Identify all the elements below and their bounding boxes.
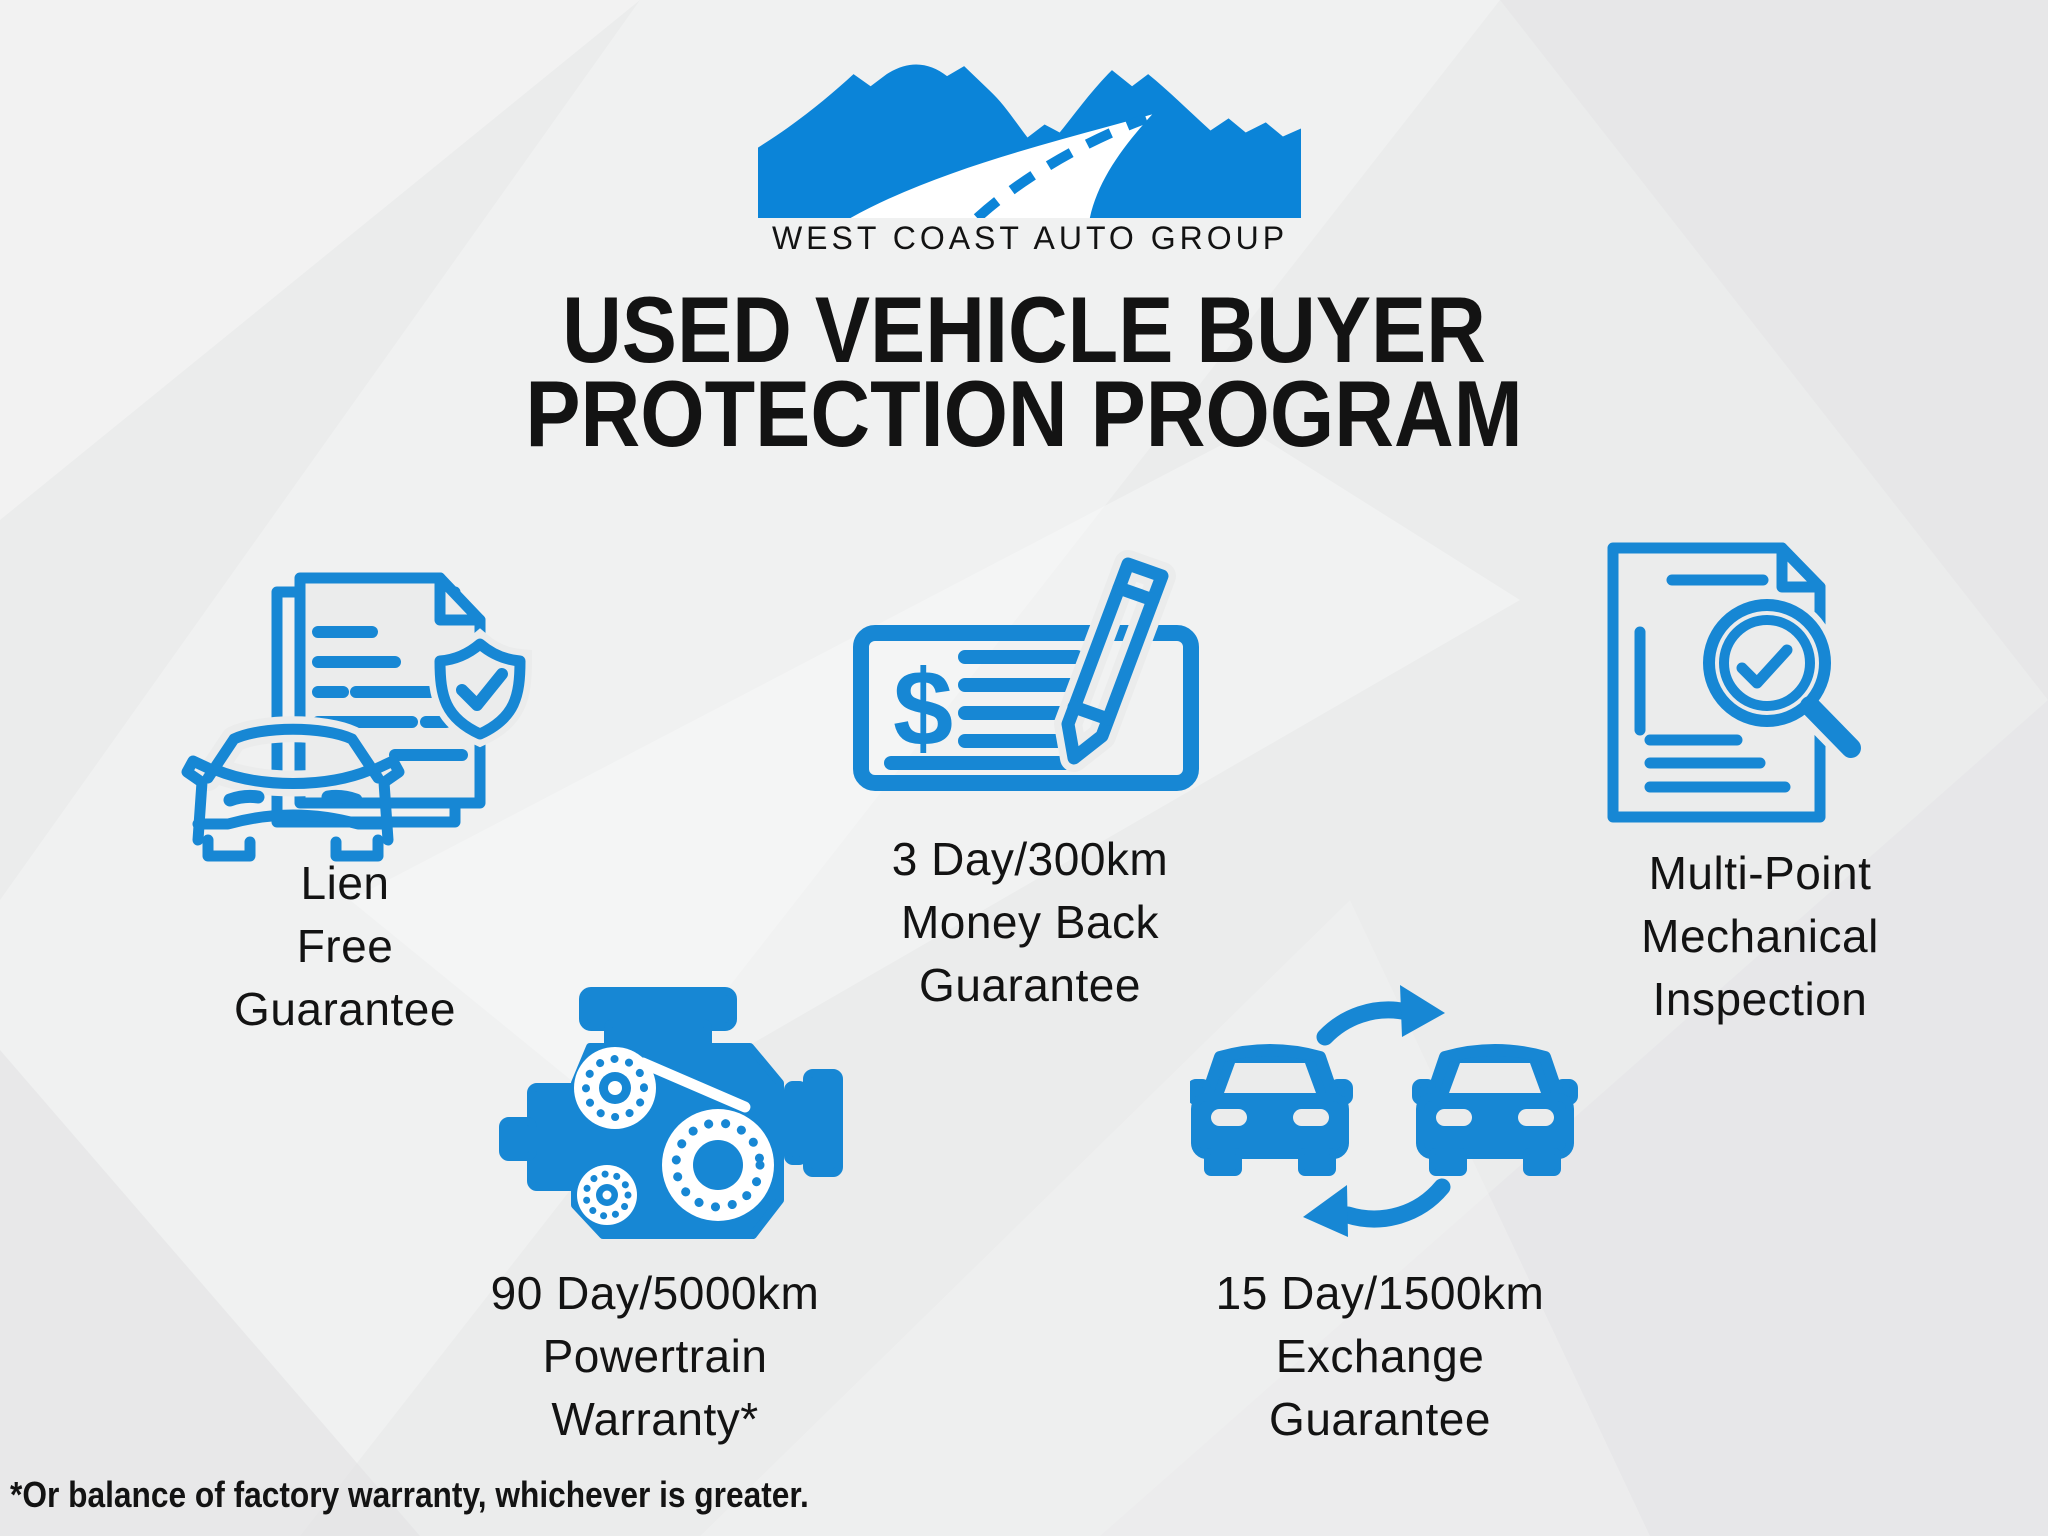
feature-label-line: Guarantee xyxy=(234,983,456,1035)
page-title-line2: PROTECTION PROGRAM xyxy=(525,361,1523,466)
car-front-right xyxy=(1412,1044,1578,1176)
feature-label-line: Free xyxy=(296,920,394,972)
arrow-head-right xyxy=(1400,985,1445,1037)
feature-label-line: Mechanical xyxy=(1641,910,1879,962)
feature-label-line: Powertrain xyxy=(542,1330,768,1382)
road-centerline xyxy=(973,113,1148,218)
feature-label-lien-free: Lien Free Guarantee xyxy=(125,852,565,1041)
feature-label-line: Guarantee xyxy=(1269,1393,1491,1445)
feature-label-line: Multi-Point xyxy=(1648,847,1872,899)
arrow-head-left xyxy=(1303,1185,1348,1237)
car-documents-shield-icon xyxy=(181,572,533,862)
footnote: *Or balance of factory warranty, whichev… xyxy=(10,1474,809,1515)
document-magnifier-check-icon xyxy=(1607,542,1868,823)
mountain-shape xyxy=(758,64,1301,218)
feature-label-inspection: Multi-Point Mechanical Inspection xyxy=(1540,842,1980,1031)
engine-icon xyxy=(499,987,843,1239)
dollar-sign: $ xyxy=(893,647,953,768)
feature-label-money-back: 3 Day/300km Money Back Guarantee xyxy=(810,828,1250,1017)
brand-name: WEST COAST AUTO GROUP xyxy=(771,220,1289,256)
feature-label-line: Exchange xyxy=(1275,1330,1485,1382)
feature-label-line: 90 Day/5000km xyxy=(490,1267,820,1319)
page-title: USED VEHICLE BUYER PROTECTION PROGRAM xyxy=(0,277,2048,466)
feature-label-line: Inspection xyxy=(1652,973,1868,1025)
road-shape xyxy=(850,114,1153,218)
feature-label-line: Warranty* xyxy=(551,1393,759,1445)
feature-label-line: 3 Day/300km xyxy=(891,833,1169,885)
cheque-pencil-icon: $ xyxy=(853,550,1199,791)
feature-label-line: Lien xyxy=(300,857,390,909)
feature-label-line: Money Back xyxy=(900,896,1160,948)
feature-label-exchange: 15 Day/1500km Exchange Guarantee xyxy=(1160,1262,1600,1451)
feature-label-line: Guarantee xyxy=(919,959,1141,1011)
belt-line xyxy=(637,1057,751,1113)
car-front-left xyxy=(1190,1044,1353,1176)
cars-exchange-arrows-icon xyxy=(1190,985,1578,1237)
feature-label-line: 15 Day/1500km xyxy=(1215,1267,1545,1319)
west-coast-auto-group-logo xyxy=(758,64,1301,218)
page-title-line1: USED VEHICLE BUYER xyxy=(562,277,1486,382)
feature-label-powertrain: 90 Day/5000km Powertrain Warranty* xyxy=(435,1262,875,1451)
